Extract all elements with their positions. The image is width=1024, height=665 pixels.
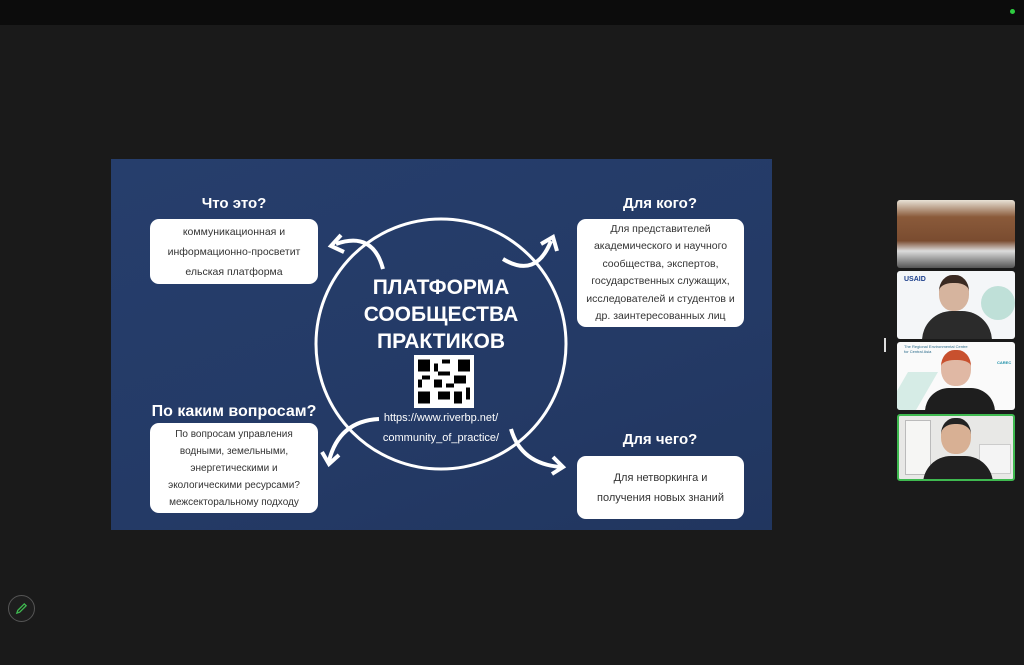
- central-circle: [314, 217, 568, 471]
- box-line: экологическими ресурсами?: [168, 479, 300, 491]
- why-box: Для нетворкинга и получения новых знаний: [577, 456, 744, 519]
- org-name-line: The Regional Environmental Centre: [904, 344, 968, 349]
- title-line: СООБЩЕСТВА: [363, 303, 519, 326]
- box-line: исследователей и студентов и: [586, 292, 735, 305]
- arrow-bottom-left-icon: [327, 417, 380, 462]
- arrow-top-left-icon: [335, 238, 385, 270]
- usaid-logo: USAID: [904, 276, 926, 283]
- box-line: коммуникационная и: [182, 225, 286, 238]
- box-line: информационно-просветит: [167, 245, 301, 258]
- arrow-bottom-right-icon: [509, 428, 562, 469]
- qr-code: [414, 355, 474, 408]
- platform-url: https://www.riverbp.net/ community_of_pr…: [341, 408, 541, 448]
- panel-resize-handle[interactable]: [884, 338, 886, 352]
- box-line: ельская платформа: [185, 265, 283, 278]
- topics-box: По вопросам управления водными, земельны…: [150, 423, 318, 513]
- participant-video-2[interactable]: USAID: [897, 271, 1015, 339]
- what-box: коммуникационная и информационно-просвет…: [150, 219, 318, 284]
- why-heading: Для чего?: [622, 431, 698, 448]
- org-name-line: for Central Asia: [904, 349, 932, 354]
- box-line: энергетическими и: [190, 462, 278, 474]
- box-line: государственных служащих,: [591, 275, 730, 287]
- box-line: сообщества, экспертов,: [602, 257, 719, 270]
- box-line: академического и научного: [593, 240, 728, 252]
- title-line: ПРАКТИКОВ: [377, 330, 505, 353]
- url-line: https://www.riverbp.net/: [383, 412, 499, 424]
- carec-logo: CAREC: [997, 360, 1012, 365]
- arrow-top-right-icon: [501, 240, 553, 268]
- shared-screen-slide: ПЛАТФОРМА СООБЩЕСТВА ПРАКТИКОВ https://w…: [111, 159, 772, 530]
- title-line: ПЛАТФОРМА: [372, 276, 510, 299]
- url-line: community_of_practice/: [382, 432, 500, 444]
- participant-video-3[interactable]: The Regional Environmental Centre for Ce…: [897, 342, 1015, 410]
- slide-title: ПЛАТФОРМА СООБЩЕСТВА ПРАКТИКОВ: [341, 274, 541, 355]
- box-line: Для нетворкинга и: [613, 471, 708, 484]
- box-line: водными, земельными,: [179, 445, 289, 457]
- who-box: Для представителей академического и науч…: [577, 219, 744, 327]
- what-heading: Что это?: [201, 195, 267, 212]
- status-indicator-icon: [1010, 9, 1015, 14]
- participant-video-room[interactable]: [897, 200, 1015, 268]
- box-line: получения новых знаний: [597, 491, 724, 504]
- box-line: др. заинтересованных лиц: [595, 310, 726, 322]
- topics-heading: По каким вопросам?: [151, 403, 317, 420]
- slide-decorations: [314, 217, 568, 476]
- annotate-button[interactable]: [8, 595, 35, 622]
- pencil-icon: [15, 602, 28, 615]
- box-line: межсекторальному подходу: [169, 496, 299, 508]
- top-bar: [0, 0, 1024, 25]
- participant-video-active-speaker[interactable]: [897, 414, 1015, 481]
- box-line: Для представителей: [610, 222, 711, 235]
- box-line: По вопросам управления: [175, 428, 293, 440]
- who-heading: Для кого?: [623, 195, 697, 212]
